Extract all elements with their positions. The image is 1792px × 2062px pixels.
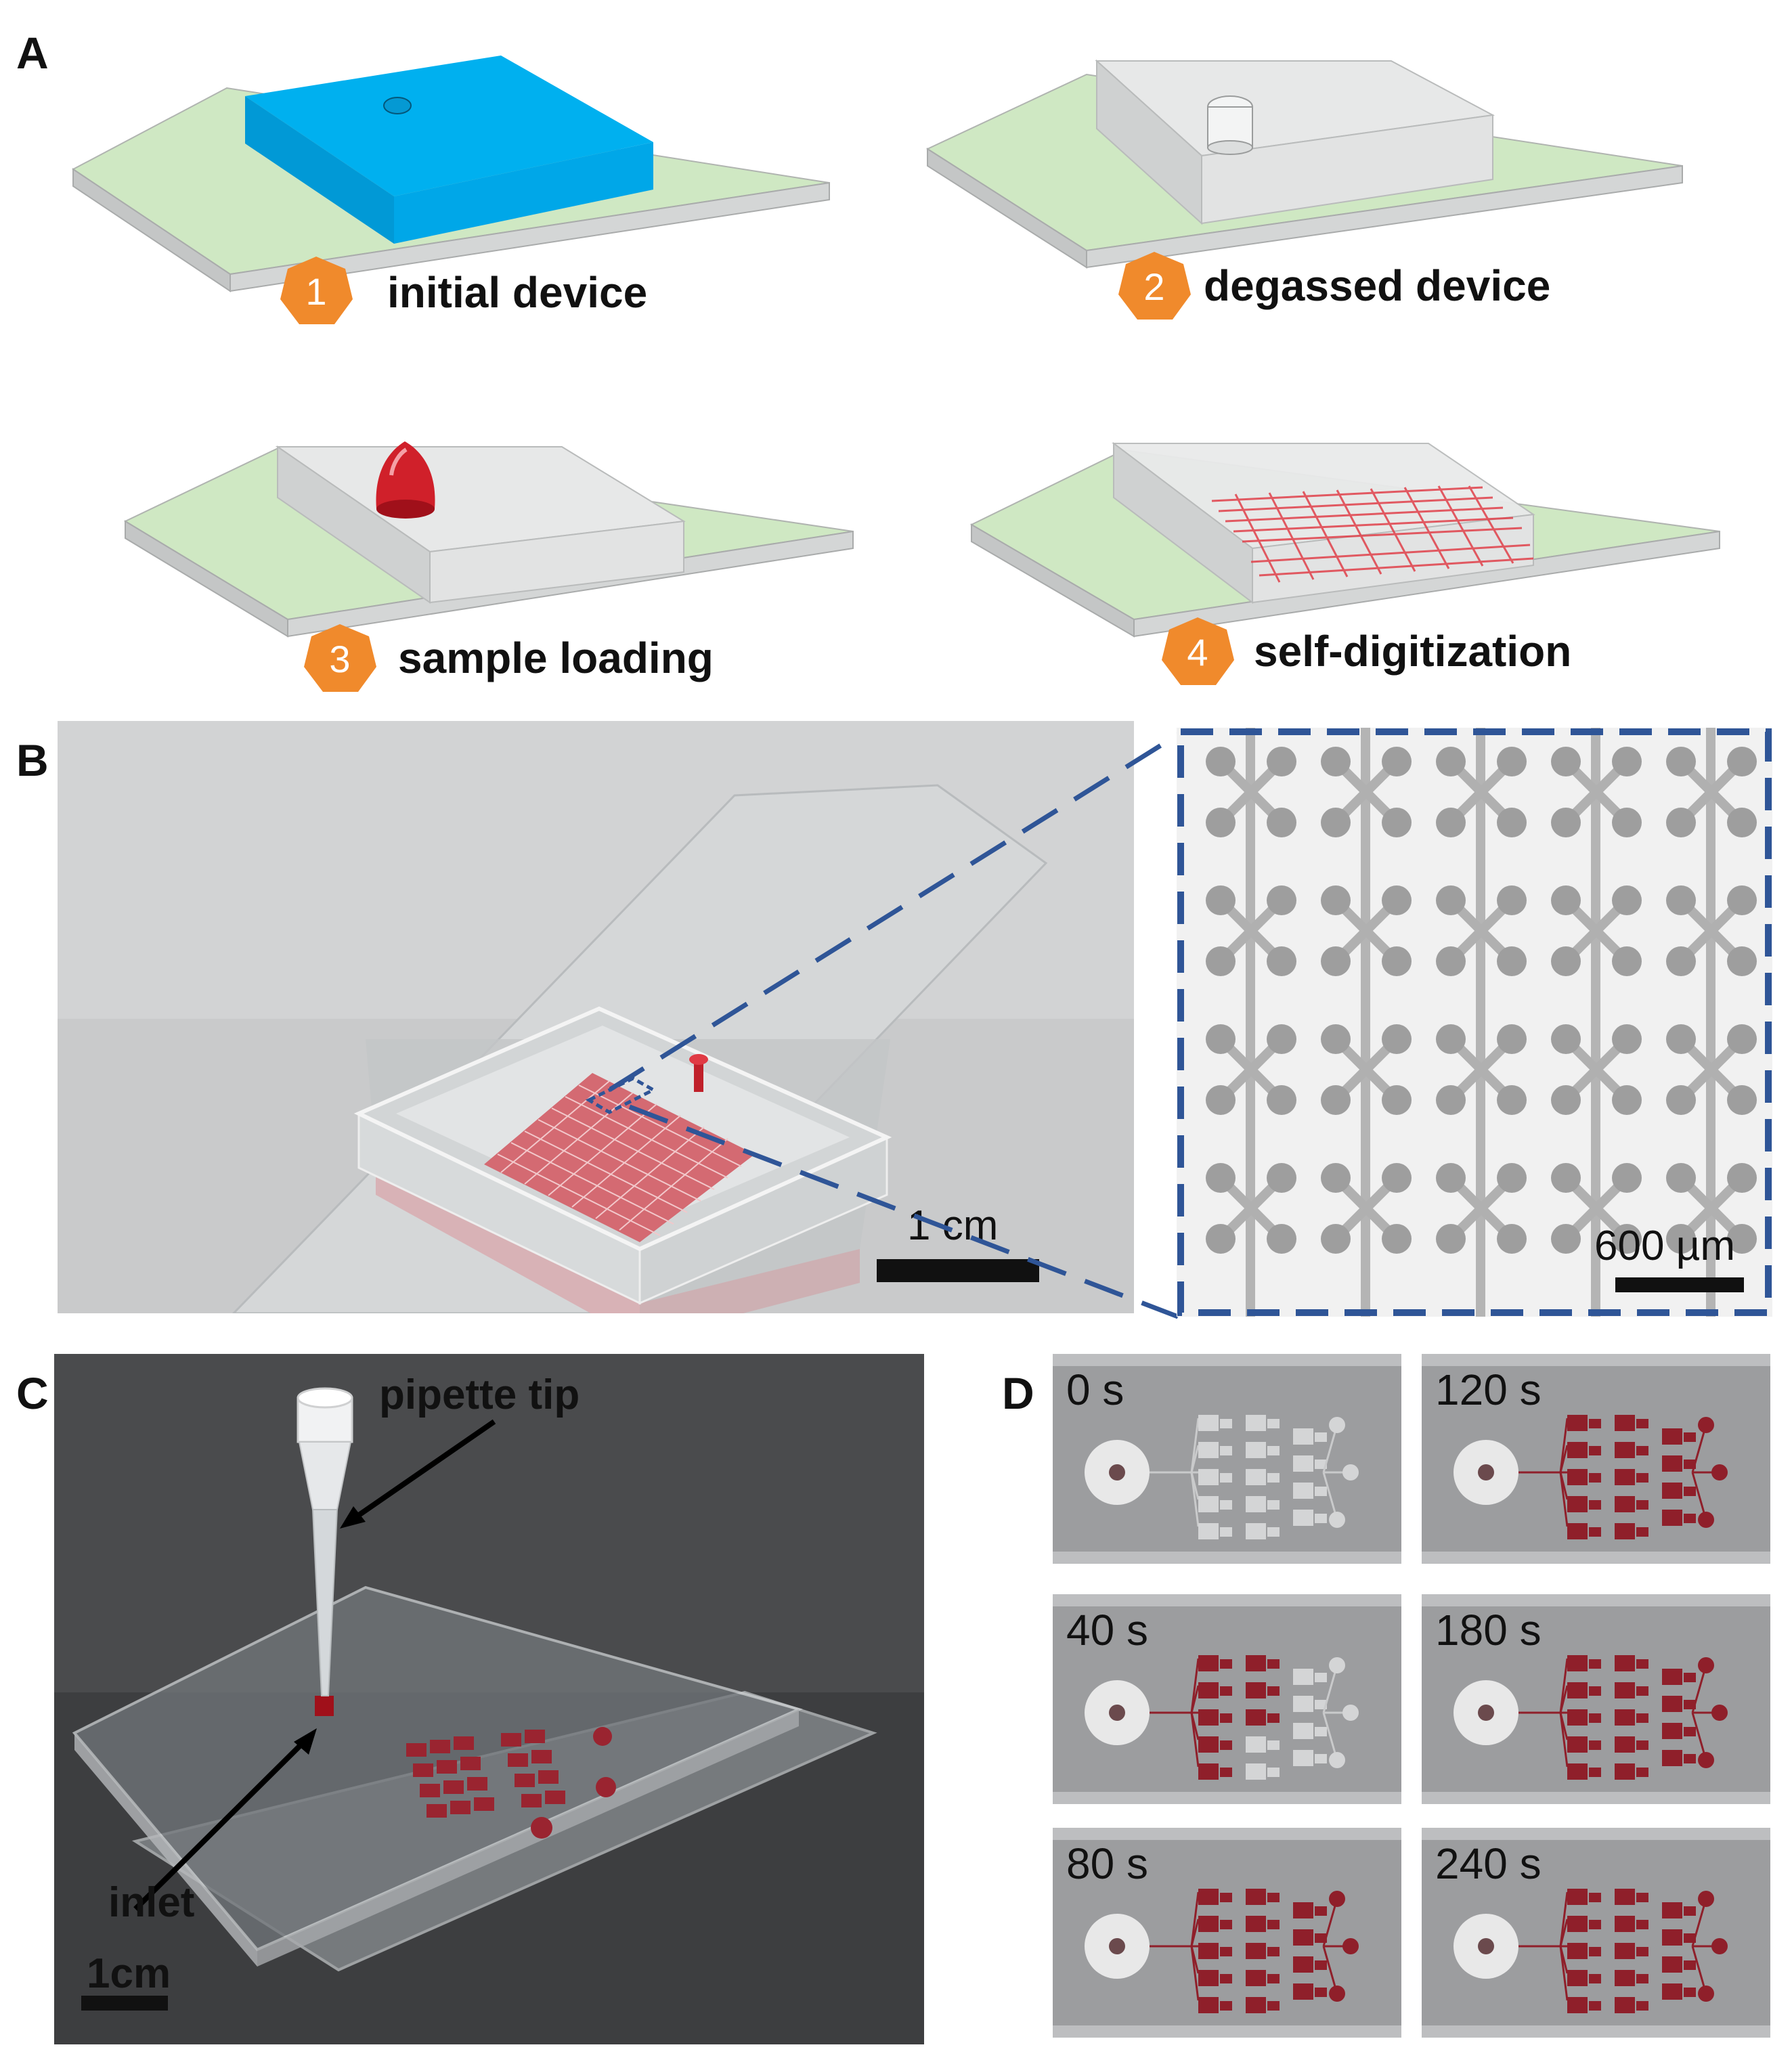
- timelapse-time-label: 240 s: [1435, 1839, 1542, 1888]
- step-3-device-illustration: [123, 441, 854, 638]
- step-4-device-illustration: [969, 441, 1720, 638]
- zoom-scale-label: 600 µm: [1594, 1223, 1736, 1269]
- timelapse-frame: 240 s: [1422, 1828, 1770, 2038]
- pipette-loading-photo: [54, 1354, 924, 2044]
- panel-letter-a: A: [16, 28, 49, 78]
- timelapse-frame-image: [1422, 1594, 1770, 1804]
- timelapse-time-label: 120 s: [1435, 1365, 1542, 1414]
- zoom-connector-lines: [609, 728, 1186, 1319]
- timelapse-frame: 120 s: [1422, 1354, 1770, 1564]
- step-4-label: self-digitization: [1254, 627, 1572, 676]
- inlet-label: inlet: [108, 1879, 195, 1926]
- step-2-label: degassed device: [1204, 261, 1551, 310]
- step-3-label: sample loading: [398, 634, 714, 682]
- timelapse-frame: 80 s: [1053, 1828, 1401, 2038]
- device-photo: [58, 721, 1134, 1313]
- timelapse-frame: 0 s: [1053, 1354, 1401, 1564]
- timelapse-frame-image: [1422, 1354, 1770, 1564]
- panel-letter-c: C: [16, 1368, 49, 1418]
- step-2-device-illustration: [925, 59, 1683, 269]
- step-1-label: initial device: [387, 268, 648, 317]
- step-4-number: 4: [1187, 631, 1208, 674]
- step-2-badge: 2: [1118, 252, 1191, 320]
- timelapse-time-label: 80 s: [1066, 1839, 1148, 1888]
- timelapse-frame-image: [1422, 1828, 1770, 2038]
- step-1-badge: 1: [280, 257, 353, 324]
- timelapse-frame-image: [1053, 1594, 1401, 1804]
- step-3-badge: 3: [304, 624, 376, 692]
- panel-letter-d: D: [1002, 1368, 1034, 1418]
- timelapse-frame-image: [1053, 1828, 1401, 2038]
- panel-letter-b: B: [16, 735, 49, 785]
- timelapse-frame: 180 s: [1422, 1594, 1770, 1804]
- step-1-number: 1: [305, 270, 326, 313]
- step-4-badge: 4: [1162, 617, 1234, 685]
- timelapse-time-label: 0 s: [1066, 1365, 1124, 1414]
- microchamber-zoom-view: [1177, 728, 1772, 1317]
- step-1-device-illustration: [72, 56, 830, 292]
- step-2-number: 2: [1143, 265, 1164, 308]
- pipette-tip-label: pipette tip: [379, 1372, 580, 1418]
- timelapse-time-label: 40 s: [1066, 1606, 1148, 1654]
- step-3-number: 3: [329, 638, 350, 680]
- timelapse-time-label: 180 s: [1435, 1606, 1542, 1654]
- timelapse-frame-image: [1053, 1354, 1401, 1564]
- c-scale-label: 1cm: [87, 1950, 171, 1997]
- timelapse-frame: 40 s: [1053, 1594, 1401, 1804]
